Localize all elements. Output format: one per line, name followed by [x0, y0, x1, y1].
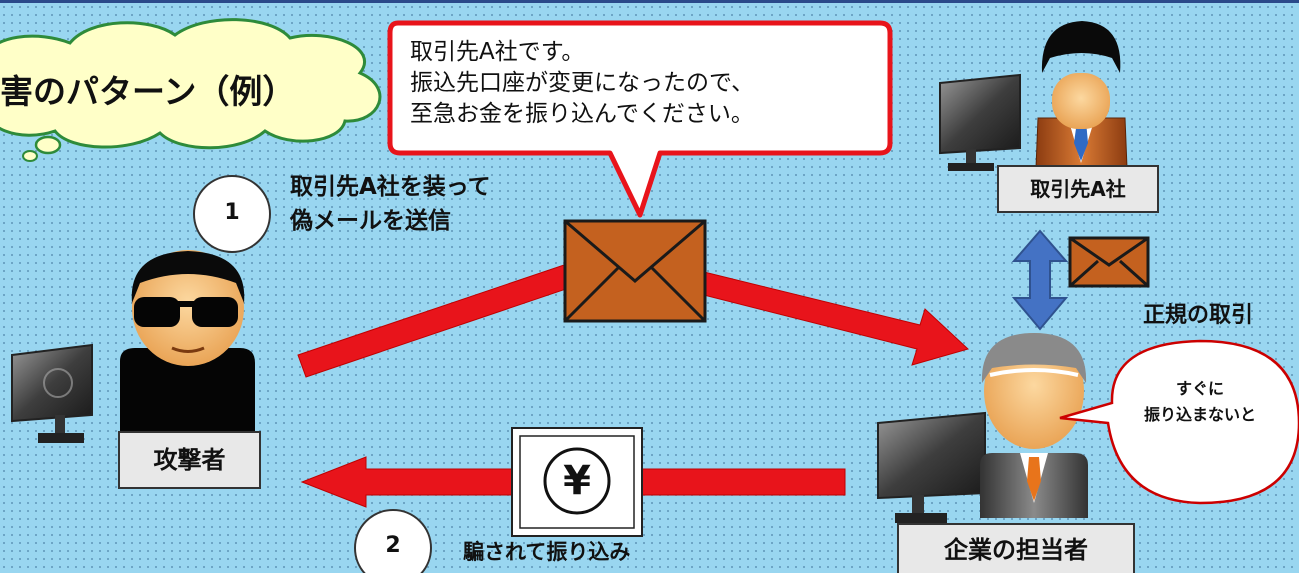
step-2-circle [354, 509, 432, 573]
staff-thought: すぐに 振り込まないと [1110, 376, 1290, 428]
email-message: 取引先A社です。 振込先口座が変更になったので、 至急お金を振り込んでください。 [410, 37, 754, 130]
arrow-envelope-to-staff [695, 270, 969, 366]
legit-transaction-label: 正規の取引 [1143, 303, 1254, 328]
staff-thought-line-1: すぐに [1175, 379, 1224, 398]
arrow-attacker-to-envelope [297, 264, 573, 378]
step-1-circle [193, 175, 271, 253]
staff-figure [980, 333, 1088, 518]
staff-label: 企業の担当者 [897, 523, 1135, 573]
step-1-line-1: 取引先A社を装って [290, 174, 491, 200]
envelope-icon [563, 219, 707, 323]
attacker-computer-icon [11, 343, 93, 443]
step-1-number: 1 [224, 200, 240, 225]
step-2-description: 騙されて振り込み [463, 540, 631, 564]
diagram-shapes [0, 18, 1299, 573]
email-message-line-2: 振込先口座が変更になったので、 [410, 70, 755, 96]
title-cloud [0, 18, 382, 162]
email-message-line-1: 取引先A社です。 [410, 39, 585, 65]
step-2-number: 2 [385, 533, 401, 558]
legit-envelope-icon [1068, 236, 1150, 288]
step-1-description: 取引先A社を装って 偽メールを送信 [290, 170, 491, 238]
step-1-line-2: 偽メールを送信 [290, 208, 451, 234]
email-speech-bubble [387, 20, 893, 218]
staff-thought-line-2: 振り込まないと [1143, 405, 1256, 424]
attacker-label: 攻撃者 [118, 431, 261, 489]
page-title: 害のパターン（例） [0, 72, 296, 111]
partner-label: 取引先A社 [997, 165, 1159, 213]
email-message-line-3: 至急お金を振り込んでください。 [410, 101, 754, 127]
double-arrow-icon [1011, 229, 1069, 331]
attacker-figure [120, 250, 255, 443]
staff-computer-icon [877, 411, 986, 523]
yen-bill-icon [511, 427, 643, 537]
partner-computer-icon [939, 73, 1021, 171]
yen-icon: ¥ [563, 458, 591, 504]
